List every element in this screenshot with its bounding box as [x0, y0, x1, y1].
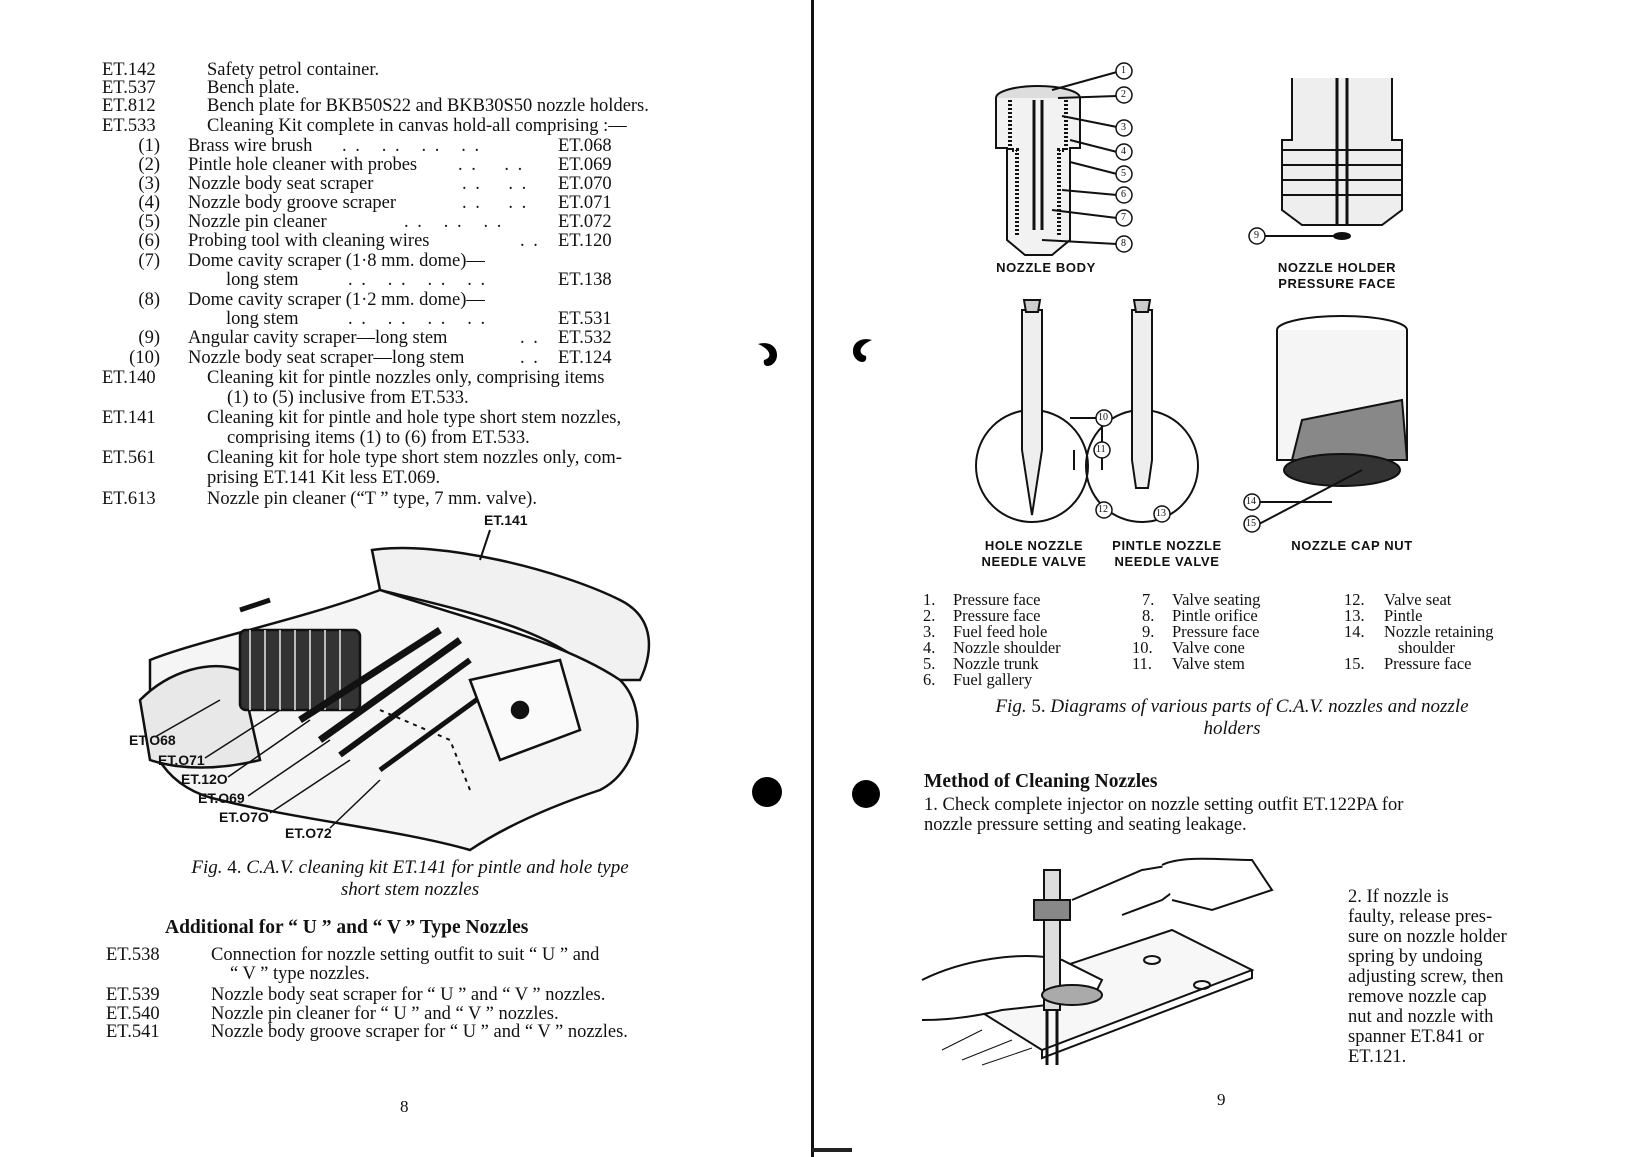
label-cap-nut: NOZZLE CAP NUT	[1291, 538, 1413, 553]
gutter-mark	[812, 1148, 852, 1152]
kit-label: ET.O68	[129, 732, 176, 748]
step-1: 1. Check complete injector on nozzle set…	[924, 795, 1404, 835]
legend-item: 6.Fuel gallery	[923, 670, 1033, 689]
cleaning-kit-illustration	[138, 529, 651, 852]
pintle-nozzle-drawing	[1085, 299, 1199, 523]
legend-item: 12.Valve seat	[1344, 590, 1452, 609]
step-2: 2. If nozzle is faulty, release pres- su…	[1348, 887, 1507, 1067]
label-pintle-nozzle: PINTLE NOZZLE NEEDLE VALVE	[1112, 538, 1222, 569]
hole-nozzle-drawing	[975, 299, 1089, 523]
kit-label: ET.O69	[198, 790, 245, 806]
legend-item-cont: shoulder	[1398, 638, 1455, 657]
legend-item: 3.Fuel feed hole	[923, 622, 1048, 641]
label-nozzle-body: NOZZLE BODY	[996, 260, 1096, 275]
figure-4-caption: Fig. 4. C.A.V. cleaning kit ET.141 for p…	[191, 857, 629, 900]
kit-label: ET.O7O	[219, 809, 269, 825]
nozzle-body-drawing	[995, 85, 1081, 256]
figure-5-caption: Fig. 5. Diagrams of various parts of C.A…	[995, 696, 1469, 739]
legend-item: 10.Valve cone	[1132, 638, 1245, 657]
book-gutter	[811, 0, 814, 1157]
nozzle-diagrams	[975, 62, 1409, 533]
binding-hole	[852, 780, 880, 808]
legend-item: 9.Pressure face	[1142, 622, 1260, 641]
legend-item: 4.Nozzle shoulder	[923, 638, 1061, 657]
nozzle-setting-illustration	[921, 857, 1274, 1066]
legend-item: 7.Valve seating	[1142, 590, 1261, 609]
legend-item: 2.Pressure face	[923, 606, 1041, 625]
legend-item: 14.Nozzle retaining	[1344, 622, 1494, 641]
legend-item: 15.Pressure face	[1344, 654, 1472, 673]
kit-label: ET.O72	[285, 825, 332, 841]
binding-hole	[758, 343, 778, 366]
page-number: 9	[1217, 1090, 1226, 1109]
page-number: 8	[400, 1097, 409, 1116]
legend-item: 13.Pintle	[1344, 606, 1423, 625]
kit-label: ET.O71	[158, 752, 205, 768]
left-page: ET.142 Safety petrol container. ET.537 B…	[0, 0, 812, 1157]
additional-heading: Additional for “ U ” and “ V ” Type Nozz…	[165, 917, 529, 938]
nozzle-holder-drawing	[1264, 78, 1403, 240]
label-hole-nozzle: HOLE NOZZLE NEEDLE VALVE	[981, 538, 1087, 569]
kit-label: ET.12O	[181, 771, 228, 787]
legend-item: 11.Valve stem	[1132, 654, 1245, 673]
label-nozzle-holder: NOZZLE HOLDER PRESSURE FACE	[1277, 260, 1397, 291]
method-heading: Method of Cleaning Nozzles	[924, 771, 1158, 792]
legend-item: 5.Nozzle trunk	[923, 654, 1039, 673]
cap-nut-drawing	[1276, 315, 1409, 487]
kit-label: ET.141	[484, 512, 528, 528]
right-page: 1 2 3 4 5 6 7 8 9 10 11 12 13 14 15 NOZZ…	[812, 0, 1637, 1157]
binding-hole	[752, 777, 782, 807]
legend-item: 8.Pintle orifice	[1142, 606, 1258, 625]
binding-hole	[852, 339, 872, 362]
legend-item: 1.Pressure face	[923, 590, 1041, 609]
